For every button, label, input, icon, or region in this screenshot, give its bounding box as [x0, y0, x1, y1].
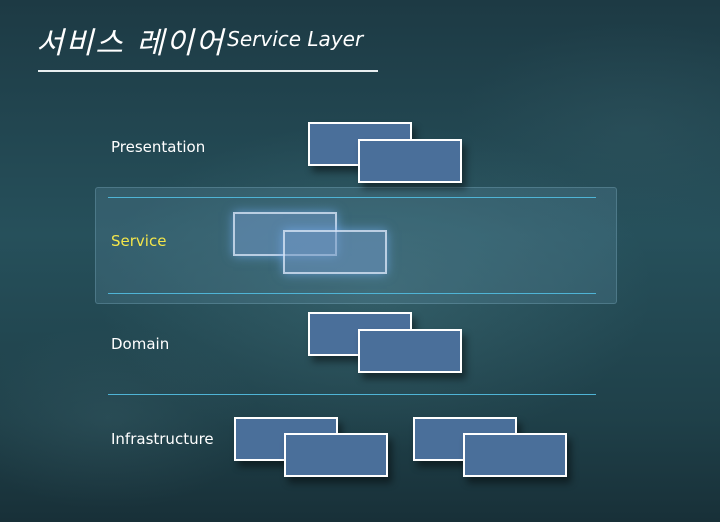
slide-title-korean: 서비스 레이어: [36, 26, 226, 61]
infrastructure-component-left-front: [284, 433, 388, 477]
layer-divider-middle: [108, 293, 596, 294]
layer-divider-top: [108, 197, 596, 198]
layer-label-presentation: Presentation: [111, 138, 206, 156]
layer-label-domain: Domain: [111, 335, 170, 353]
infrastructure-component-right-front: [463, 433, 567, 477]
slide-title: 서비스 레이어 Service Layer: [36, 26, 363, 62]
layer-label-infrastructure: Infrastructure: [111, 430, 214, 448]
domain-component-front: [358, 329, 462, 373]
layer-label-service: Service: [111, 232, 167, 250]
layer-divider-bottom: [108, 394, 596, 395]
presentation-component-front: [358, 139, 462, 183]
service-component-front: [283, 230, 387, 274]
title-underline: [38, 70, 378, 72]
slide-title-english: Service Layer: [227, 27, 364, 51]
